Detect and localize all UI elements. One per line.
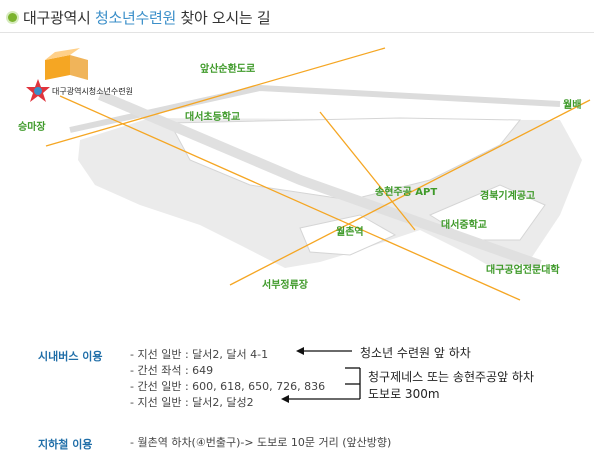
block-south [299, 214, 397, 256]
title-bullet-icon [8, 12, 17, 22]
bus-note-2-line1: 청구제네스 또는 송현주공앞 하차 [368, 370, 535, 384]
title-suffix: 찾아 오시는 길 [180, 8, 271, 27]
orange-line-2 [59, 95, 521, 301]
label-wolbae: 월배 [563, 98, 581, 111]
label-wolchon-station: 월촌역 [336, 225, 364, 238]
orange-line-3 [229, 99, 591, 286]
label-songhyeon-apt: 송현주공 APT [375, 185, 437, 198]
bus-line-4: - 지선 일반 : 달서2, 달성2 [130, 396, 254, 409]
title-highlight: 청소년수련원 [94, 8, 176, 27]
orange-line-4 [319, 111, 416, 231]
page-title: 대구광역시 청소년수련원 찾아 오시는 길 [23, 7, 271, 28]
subway-section-label: 지하철 이용 [38, 438, 93, 451]
label-daegu-tech-college: 대구공업전문대학 [486, 263, 560, 276]
label-daeseo-middle: 대서중학교 [441, 218, 487, 231]
label-gyeongbuk-tech: 경북기계공고 [480, 189, 535, 202]
bus-line-2: - 간선 좌석 : 649 [130, 364, 214, 377]
transport-info: 시내버스 이용 - 지선 일반 : 달서2, 달서 4-1 - 간선 좌석 : … [0, 340, 594, 471]
arrow-icon [296, 347, 352, 355]
bus-line-1: - 지선 일반 : 달서2, 달서 4-1 [130, 348, 269, 361]
bus-note-2-line2: 도보로 300m [368, 387, 440, 401]
location-map: 대구광역시청소년수련원 앞산순환도로 월배 승마장 대서초등학교 송현주공 AP… [18, 47, 591, 301]
bus-section-label: 시내버스 이용 [38, 350, 103, 363]
block-north [150, 96, 560, 120]
label-apsan-road: 앞산순환도로 [200, 62, 255, 75]
bracket-arrow-icon [281, 367, 361, 403]
logo-text: 대구광역시청소년수련원 [52, 86, 133, 96]
label-daeseo-elementary: 대서초등학교 [185, 110, 240, 123]
title-prefix: 대구광역시 [23, 8, 91, 27]
building-icon [45, 48, 88, 80]
bus-line-3: - 간선 일반 : 600, 618, 650, 726, 836 [130, 380, 326, 393]
road-diagonal [98, 90, 542, 270]
orange-line-1 [45, 47, 386, 147]
subway-line: - 월촌역 하차(④번출구)-> 도보로 10문 거리 (앞산방향) [130, 436, 392, 449]
block-center [169, 117, 522, 201]
label-seobu-terminal: 서부정류장 [262, 278, 309, 291]
title-divider [0, 32, 594, 33]
label-seungmajang: 승마장 [18, 120, 46, 133]
logo-star-icon [26, 79, 50, 102]
bus-note-1: 청소년 수련원 앞 하차 [360, 346, 471, 360]
road-apsan [69, 84, 561, 133]
bus-arrows [281, 347, 361, 403]
page-title-row: 대구광역시 청소년수련원 찾아 오시는 길 [8, 6, 271, 28]
